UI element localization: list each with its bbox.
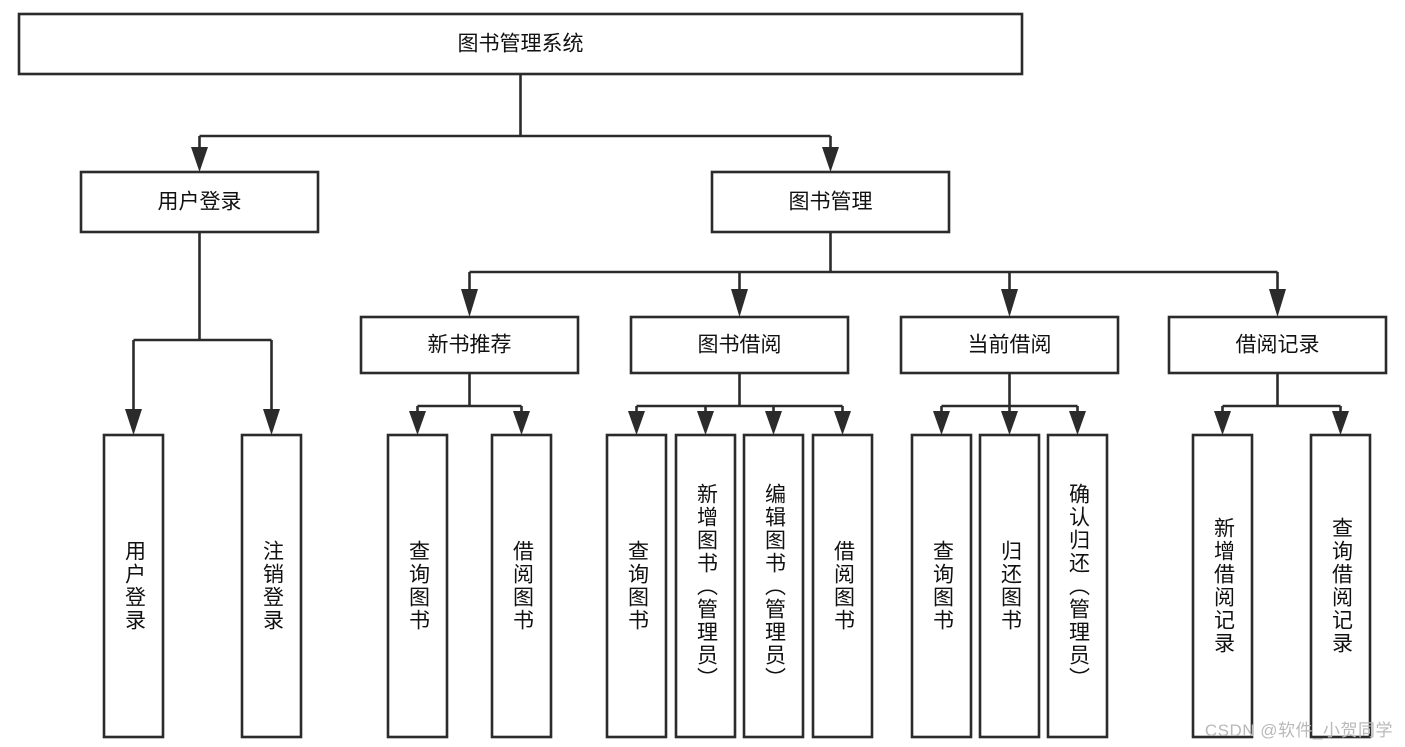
arrowhead-current-borrow [1001,289,1018,317]
arrowhead-leaf-confirm-return [1069,411,1086,435]
arrowhead-user-login [191,147,208,172]
leaf-user-login-box[interactable] [102,433,165,739]
node-current-borrow[interactable]: 当前借阅 [899,315,1120,375]
leaf-query-book-1-box[interactable] [386,433,449,739]
arrowhead-leaf-query-book-2 [628,411,645,435]
arrowhead-leaf-user-logout [263,409,280,435]
connectors-root-to-level1 [191,75,839,172]
leaf-add-book-box[interactable] [674,433,737,739]
node-new-book-recommend-label: 新书推荐 [428,334,512,357]
node-current-borrow-box[interactable] [899,315,1120,375]
arrowhead-leaf-borrow-book-1 [513,411,530,435]
leaf-confirm-return-box[interactable] [1046,433,1109,739]
connectors-book-manage-to-level2 [461,232,1286,317]
node-borrow-record-label: 借阅记录 [1236,334,1320,357]
arrowhead-leaf-add-record [1214,411,1231,435]
connectors-borrow-record-to-leaves [1214,373,1349,435]
leaf-boxes [102,433,1372,739]
node-user-login-box[interactable] [79,170,320,234]
node-borrow-record[interactable]: 借阅记录 [1167,315,1388,375]
node-current-borrow-label: 当前借阅 [968,334,1052,357]
node-root-box[interactable] [17,12,1024,76]
arrowhead-leaf-query-book-3 [933,411,950,435]
leaf-borrow-book-1-box[interactable] [490,433,553,739]
arrowhead-borrow-record [1269,289,1286,317]
arrowhead-leaf-return-book [1001,411,1018,435]
node-book-borrow-label: 图书借阅 [698,334,782,357]
node-book-manage-box[interactable] [710,170,951,234]
node-new-book-recommend-box[interactable] [359,315,580,375]
node-borrow-record-box[interactable] [1167,315,1388,375]
leaf-query-book-2-box[interactable] [605,433,668,739]
leaf-query-book-3-box[interactable] [910,433,973,739]
node-root[interactable]: 图书管理系统 [17,12,1024,76]
node-new-book-recommend[interactable]: 新书推荐 [359,315,580,375]
leaf-query-record-box[interactable] [1309,433,1372,739]
node-book-borrow[interactable]: 图书借阅 [629,315,850,375]
arrowhead-book-borrow [731,289,748,317]
connectors-new-book-recommend-to-leaves [409,373,530,435]
arrowhead-leaf-add-book [697,411,714,435]
connectors-book-borrow-to-leaves [628,373,851,435]
node-book-manage-label: 图书管理 [789,191,873,214]
arrowhead-leaf-edit-book [765,411,782,435]
arrowhead-leaf-query-record [1332,411,1349,435]
csdn-watermark: CSDN @软件_小贺同学 [1204,721,1393,740]
arrowhead-leaf-user-login [125,409,142,435]
leaf-user-logout-box[interactable] [240,433,303,739]
leaf-borrow-book-2-box[interactable] [811,433,874,739]
connectors-current-borrow-to-leaves [933,373,1086,435]
arrowhead-new-book-recommend [461,289,478,317]
node-root-label: 图书管理系统 [458,33,584,56]
arrowhead-leaf-query-book-1 [409,411,426,435]
node-user-login-label: 用户登录 [158,191,242,214]
arrowhead-leaf-borrow-book-2 [834,411,851,435]
leaf-add-record-box[interactable] [1191,433,1254,739]
leaf-return-book-box[interactable] [978,433,1041,739]
node-user-login[interactable]: 用户登录 [79,170,320,234]
node-book-borrow-box[interactable] [629,315,850,375]
arrowhead-book-manage [822,147,839,172]
node-book-manage[interactable]: 图书管理 [710,170,951,234]
connectors-user-login-to-leaves [125,232,280,435]
leaf-edit-book-box[interactable] [742,433,805,739]
